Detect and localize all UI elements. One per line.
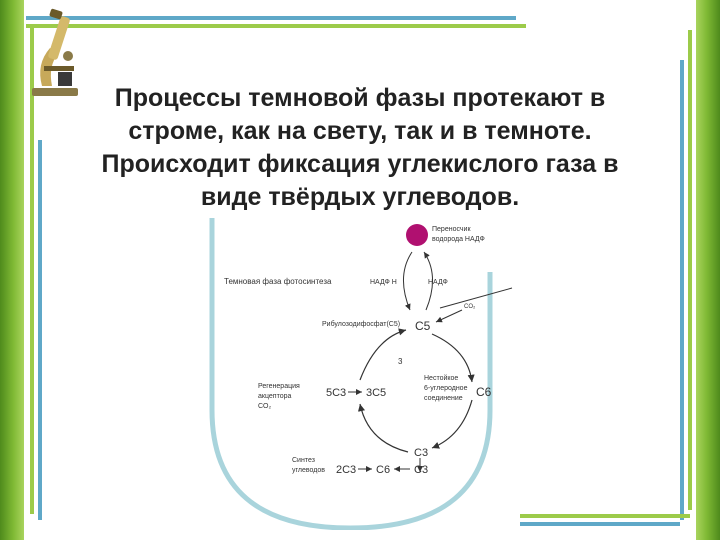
- cycle-arc-top-right: [431, 333, 475, 383]
- bottom-rule-blue: [520, 522, 680, 526]
- unstable-label-2: 6-углеродное: [424, 385, 468, 392]
- regen-eq-right: 3C5: [366, 387, 386, 399]
- title-line-3: Происходит фиксация углекислого газа в: [101, 150, 619, 178]
- c5-label: C5: [415, 319, 431, 333]
- c3-upper-label: C3: [414, 447, 428, 459]
- cycle-number-label: 3: [398, 357, 403, 366]
- unstable-label-1: Нестойкое: [424, 374, 458, 382]
- regen-eq-left: 5C3: [326, 387, 346, 399]
- c3-lower-label: C3: [414, 464, 428, 476]
- right-green-border: [696, 0, 720, 540]
- cycle-arc-right: [431, 399, 473, 449]
- synth-eq-left: 2C3: [336, 464, 356, 476]
- c6-label: C6: [476, 385, 492, 399]
- top-rule-blue: [26, 16, 516, 20]
- left-rule-blue: [38, 140, 42, 520]
- nadph-label: НАДФ Н: [370, 279, 397, 286]
- co2-arrow: [435, 309, 463, 323]
- nadp-carrier-ball: [406, 224, 428, 246]
- calvin-cycle-diagram: Переносчик водорода НАДФ Темновая фаза ф…: [209, 218, 513, 530]
- slide-title: Процессы темновой фазы протекают в стром…: [60, 82, 660, 214]
- right-rule-green: [688, 30, 692, 510]
- title-line-4: виде твёрдых углеводов.: [200, 183, 520, 211]
- right-rule-blue: [680, 60, 684, 520]
- regeneration-label-1: Регенерация: [258, 383, 300, 390]
- ribulose-label: Рибулозодифосфат(C5): [322, 320, 400, 328]
- regeneration-label-2: акцептора: [258, 393, 291, 400]
- nadp-label: НАДФ: [428, 279, 448, 286]
- phase-label: Темновая фаза фотосинтеза: [224, 277, 332, 286]
- chloroplast-outline: [209, 218, 493, 530]
- co2-label: CO₂: [464, 304, 476, 310]
- title-line-2: строме, как на свету, так и в темноте.: [128, 117, 592, 145]
- carrier-label-1: Переносчик: [432, 226, 471, 233]
- external-co2-line: [439, 287, 513, 309]
- left-rule-green: [30, 24, 34, 514]
- unstable-label-3: соединение: [424, 395, 463, 402]
- microscope-icon: [32, 8, 78, 96]
- nadp-arrow: [423, 251, 433, 311]
- title-line-1: Процессы темновой фазы протекают в: [114, 84, 606, 112]
- synthesis-label-1: Синтез: [292, 457, 315, 464]
- cycle-arc-left-upper: [359, 328, 407, 381]
- carrier-label-2: водорода НАДФ: [432, 236, 485, 243]
- bottom-rule-green: [520, 514, 690, 518]
- left-green-border: [0, 0, 24, 540]
- top-rule-green: [26, 24, 526, 28]
- nadph-arrow: [403, 251, 413, 311]
- cycle-arc-left-lower: [357, 403, 409, 453]
- synth-eq-right: C6: [376, 464, 390, 476]
- synthesis-label-2: углеводов: [292, 467, 325, 474]
- regeneration-label-3: CO₂: [258, 403, 272, 410]
